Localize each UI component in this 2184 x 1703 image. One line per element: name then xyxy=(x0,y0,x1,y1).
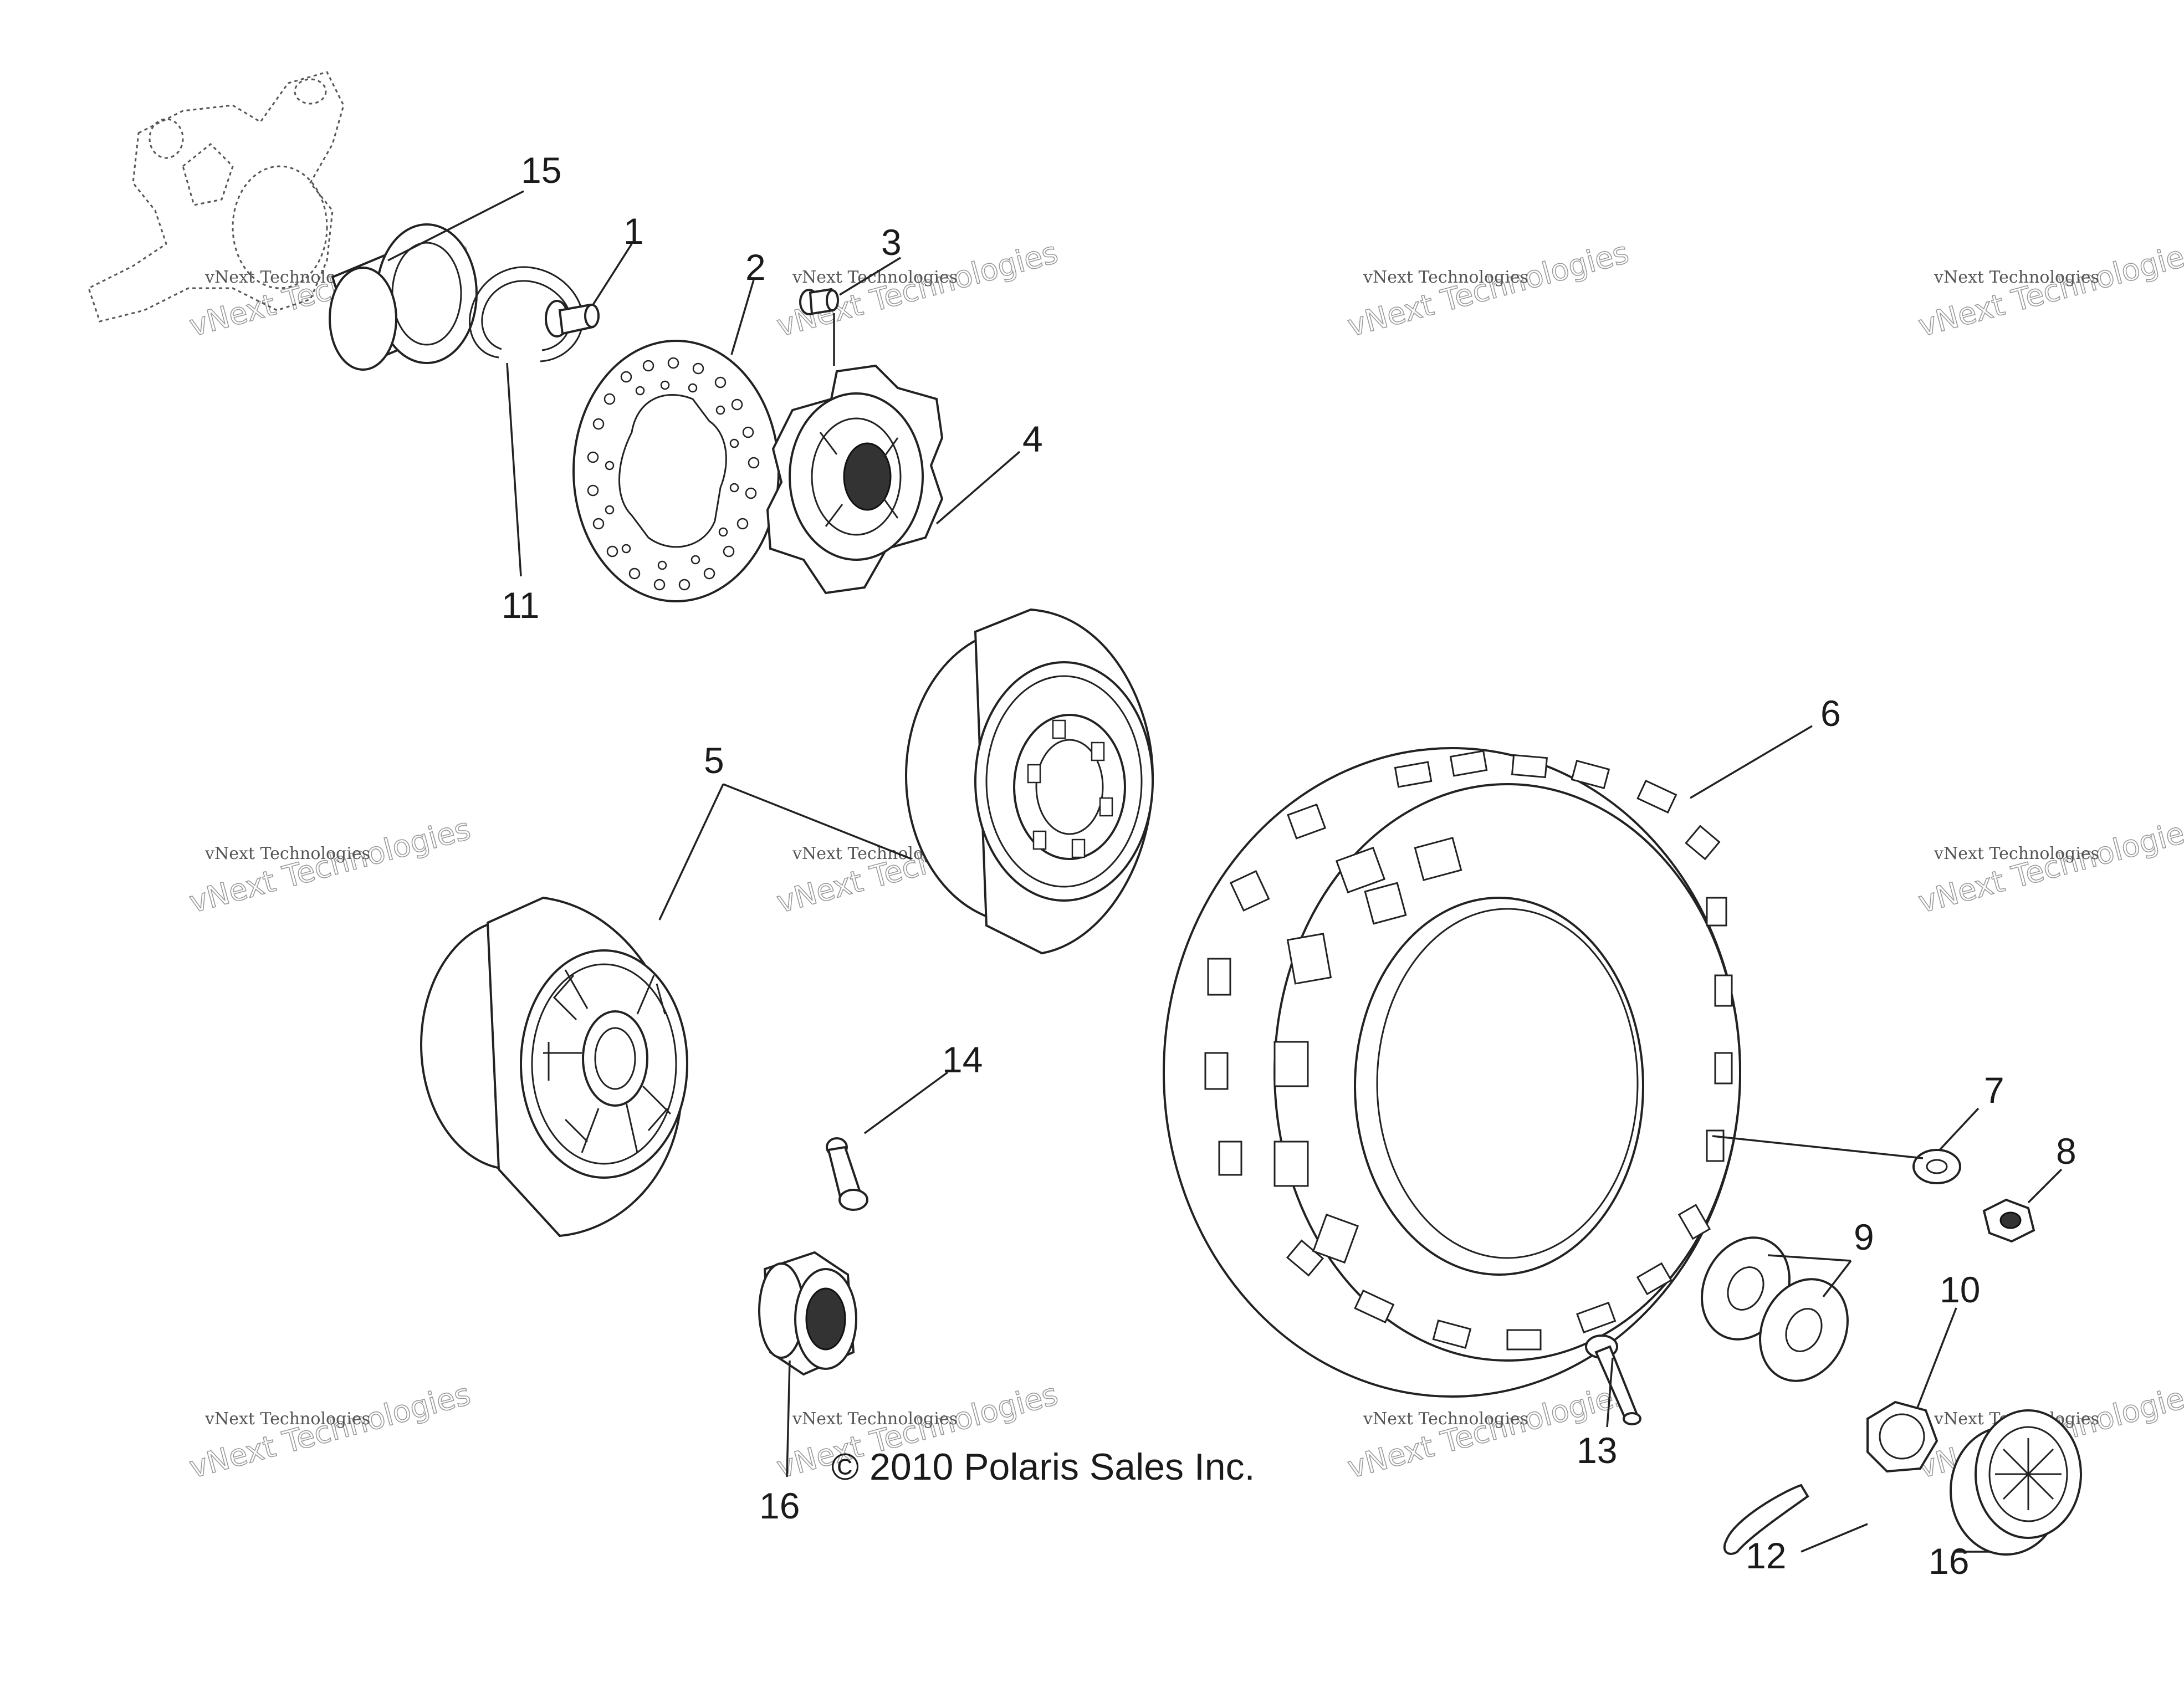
leader-5b xyxy=(723,783,912,860)
leader-16a xyxy=(786,1360,791,1477)
leader-11 xyxy=(506,362,522,577)
callout-11: 11 xyxy=(502,585,540,626)
leader-4 xyxy=(935,451,1021,525)
wheel-stud xyxy=(799,288,839,366)
callout-6: 6 xyxy=(1820,693,1841,734)
wheel-bearing xyxy=(329,223,478,371)
watermark-small-text: vNext Technologies xyxy=(1934,844,2099,863)
tire-tread-lugs xyxy=(1204,750,1733,1351)
callout-1: 1 xyxy=(623,211,644,252)
copyright-notice: © 2010 Polaris Sales Inc. xyxy=(831,1446,1255,1488)
disc-vent-holes xyxy=(587,357,760,591)
callout-16-right: 16 xyxy=(1929,1541,1969,1582)
wheel-hub xyxy=(766,364,944,595)
leader-6 xyxy=(1690,725,1813,799)
callout-labels: 15 1 2 3 4 11 6 5 14 7 8 9 10 16 13 12 1… xyxy=(502,150,2076,1582)
hub-cap-left xyxy=(758,1251,857,1376)
watermark-small-text: vNext Technologies xyxy=(1934,268,2099,287)
leader-8 xyxy=(2027,1168,2063,1204)
valve-stem xyxy=(826,1137,868,1211)
callout-10: 10 xyxy=(1940,1269,1980,1310)
watermark: vNext Technologies vNext Technologies xyxy=(1343,234,1633,344)
leader-5a xyxy=(658,784,724,920)
watermark: vNext Technologies vNext Technologies xyxy=(1914,811,2184,920)
brake-disc-bolt xyxy=(545,300,600,337)
watermark-small-text: vNext Technologies xyxy=(1363,1409,1528,1429)
brake-disc xyxy=(572,340,780,602)
callout-2: 2 xyxy=(745,247,766,288)
callout-5: 5 xyxy=(704,740,724,781)
tire xyxy=(1163,747,1741,1398)
watermark-layer: vNext Technologies vNext Technologies vN… xyxy=(185,234,2184,1486)
hub-stud xyxy=(1585,1334,1641,1425)
cotter-pin xyxy=(1723,1484,1809,1555)
leader-12 xyxy=(1801,1523,1868,1553)
callout-15: 15 xyxy=(521,150,561,191)
steel-wheel-rim xyxy=(905,608,1154,955)
watermark-large-text: vNext Technologies xyxy=(1915,235,2184,344)
watermark-large-text: vNext Technologies xyxy=(1915,811,2184,920)
callout-4: 4 xyxy=(1022,418,1043,459)
callout-8: 8 xyxy=(2056,1131,2076,1172)
leader-lines xyxy=(387,190,2063,1553)
callout-12: 12 xyxy=(1746,1535,1786,1576)
lug-nut xyxy=(1982,1198,2035,1243)
leader-3 xyxy=(839,257,901,296)
callout-13: 13 xyxy=(1577,1430,1617,1471)
thrust-washers xyxy=(1701,1236,1849,1382)
watermark-small-text: vNext Technologies xyxy=(204,844,370,863)
steering-knuckle xyxy=(88,71,345,323)
castle-nut xyxy=(1866,1400,1939,1473)
watermark: vNext Technologies vNext Technologies xyxy=(185,1376,474,1486)
callout-3: 3 xyxy=(881,222,902,263)
leader-15 xyxy=(387,190,524,262)
leader-9a xyxy=(1767,1254,1851,1262)
watermark-small-text: vNext Technologies xyxy=(1363,268,1528,287)
leader-7b xyxy=(1712,1135,1924,1159)
callout-9: 9 xyxy=(1854,1216,1874,1257)
watermark: vNext Technologies vNext Technologies xyxy=(773,234,1062,344)
cast-wheel-rim xyxy=(420,896,688,1237)
watermark-small-text: vNext Technologies xyxy=(792,1409,958,1429)
leader-14 xyxy=(863,1071,949,1134)
washer xyxy=(1912,1149,1961,1184)
watermark: vNext Technologies vNext Technologies xyxy=(1914,234,2184,344)
leader-10 xyxy=(1916,1307,1957,1408)
leader-9b xyxy=(1822,1260,1852,1298)
watermark-large-text: vNext Technologies xyxy=(1344,235,1632,344)
callout-14: 14 xyxy=(942,1039,983,1080)
watermark-small-text: vNext Technologies xyxy=(792,268,958,287)
watermark-large-text: vNext Technologies xyxy=(186,811,474,920)
leader-13 xyxy=(1606,1357,1614,1428)
watermark-large-text: vNext Technologies xyxy=(773,235,1061,344)
callout-16-left: 16 xyxy=(759,1485,800,1526)
hub-cap-right xyxy=(1950,1409,2082,1556)
rim-lug-slots xyxy=(1027,719,1113,858)
watermark: vNext Technologies vNext Technologies xyxy=(185,811,474,920)
leader-2 xyxy=(730,279,755,355)
watermark-large-text: vNext Technologies xyxy=(186,1377,474,1485)
leader-7 xyxy=(1939,1107,1980,1151)
watermark-small-text: vNext Technologies xyxy=(204,1409,370,1429)
leader-1 xyxy=(592,243,633,305)
callout-7: 7 xyxy=(1984,1070,2004,1111)
